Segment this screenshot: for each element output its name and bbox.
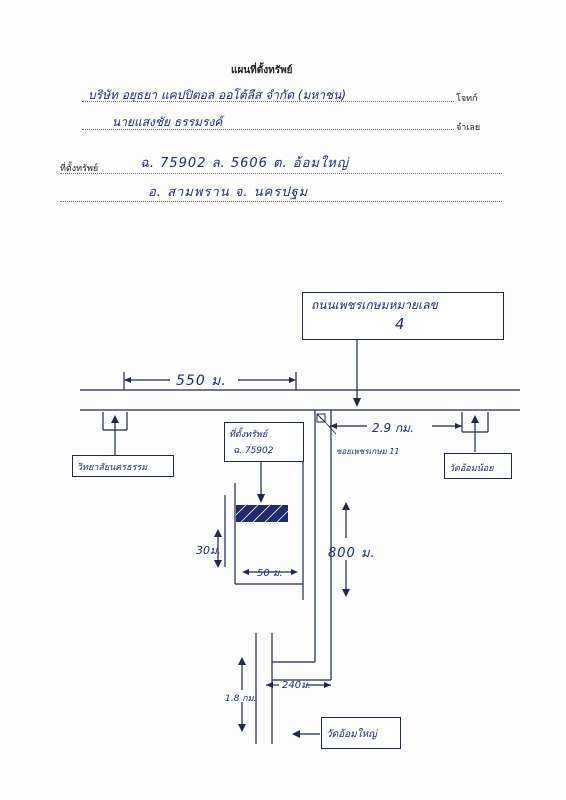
property-label: ที่ตั้งทรัพย์ xyxy=(229,430,268,440)
defendant-value: นายแสงชัย ธรรมรงค์ xyxy=(112,115,223,129)
location-line-2: อ. สามพราน จ. นครปฐม xyxy=(148,185,309,200)
location-label: ที่ตั้งทรัพย์ xyxy=(60,164,99,174)
dimension-50m: 50 ม. xyxy=(257,568,283,579)
location-line-1: ฉ. 75902 ล. 5606 ต. อ้อมใหญ่ xyxy=(140,156,349,171)
location-dotted-line-2 xyxy=(60,201,502,202)
plaintiff-dotted-line xyxy=(82,101,454,102)
defendant-dotted-line xyxy=(82,129,454,130)
property-box: ที่ตั้งทรัพย์ ฉ. 75902 xyxy=(224,422,304,462)
main-road-sign: ถนนเพชรเกษมหมายเลข 4 xyxy=(302,292,504,340)
page-title: แผนที่ตั้งทรัพย์ xyxy=(231,65,293,76)
distance-2-9km: 2.9 กม. xyxy=(372,421,414,435)
property-deed: ฉ. 75902 xyxy=(233,446,274,456)
school-label: วิทยาลัยนครธรรม xyxy=(77,463,148,473)
defendant-label: จำเลย xyxy=(456,123,481,133)
dimension-30m: 30ม. xyxy=(196,544,221,557)
distance-240m: 240ม. xyxy=(282,680,311,691)
temple-big-box: วัดอ้อมใหญ่ xyxy=(321,717,401,749)
main-road-label: ถนนเพชรเกษมหมายเลข xyxy=(311,298,438,312)
soi-label: ซอยเพชรเกษม 11 xyxy=(336,447,400,456)
plaintiff-label: โจทก์ xyxy=(456,94,478,104)
distance-550m: 550 ม. xyxy=(176,373,227,389)
temple-right-box: วัดอ้อมน้อย xyxy=(444,453,512,479)
main-road-number: 4 xyxy=(395,315,406,333)
location-dotted-line-1 xyxy=(60,173,502,174)
distance-800m: 800 ม. xyxy=(328,546,376,561)
temple-big-label: วัดอ้อมใหญ่ xyxy=(326,729,377,740)
plaintiff-value: บริษัท อยุธยา แคปปิตอล ออโต้ลีส จำกัด (ม… xyxy=(88,88,347,102)
temple-right-label: วัดอ้อมน้อย xyxy=(449,464,494,474)
distance-1-8km: 1.8 กม. xyxy=(225,694,257,704)
school-box: วิทยาลัยนครธรรม xyxy=(72,455,174,477)
